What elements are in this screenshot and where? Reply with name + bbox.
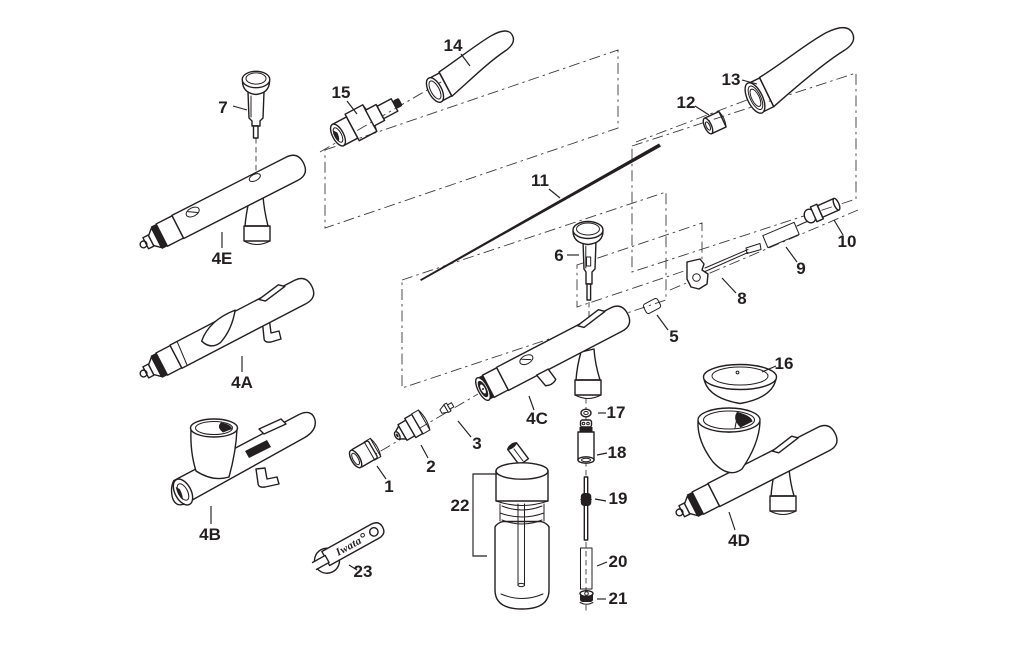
part-label-5: 5 xyxy=(669,327,678,346)
part-4B-body xyxy=(170,411,316,506)
part-14-handle xyxy=(425,30,515,104)
part-4D-body xyxy=(675,407,838,518)
valve-foot-4e xyxy=(243,225,271,242)
part-4E-body xyxy=(139,154,307,250)
part-16-cup-lid xyxy=(702,363,778,405)
part-label-4C: 4C xyxy=(526,409,548,428)
part-label-7: 7 xyxy=(218,98,227,117)
part-5-screw xyxy=(642,298,662,314)
part-23-wrench: Iwata xyxy=(311,522,385,574)
part-label-2: 2 xyxy=(426,457,435,476)
parts-layer: Iwata xyxy=(139,26,855,610)
part-label-11: 11 xyxy=(531,171,549,190)
part-2-nozzle-cap xyxy=(393,409,431,441)
part-label-20: 20 xyxy=(609,552,628,571)
part-8-chucking-guide xyxy=(686,243,762,290)
part-label-3: 3 xyxy=(472,434,481,453)
part-10-chucking-nut xyxy=(803,197,841,224)
part-7-button xyxy=(241,70,271,139)
handle-cutout-4a xyxy=(200,309,236,347)
phantom-box-upper-left xyxy=(324,49,619,229)
part-label-1: 1 xyxy=(384,477,393,496)
part-17-o-ring xyxy=(580,408,592,418)
part-label-4D: 4D xyxy=(728,531,750,550)
part-18-valve-body xyxy=(577,419,595,464)
part-6-lever xyxy=(572,220,604,301)
part-label-6: 6 xyxy=(554,246,563,265)
part-9-rod xyxy=(796,221,808,227)
leader-lines xyxy=(210,53,844,600)
part-label-9: 9 xyxy=(796,259,805,278)
part-label-10: 10 xyxy=(838,232,857,251)
valve-chain xyxy=(577,408,595,605)
part-label-4E: 4E xyxy=(212,249,233,268)
part-label-18: 18 xyxy=(608,443,627,462)
bracket-22 xyxy=(472,473,497,557)
part-1-needle-cap xyxy=(348,437,382,469)
wrench-jaw xyxy=(311,554,330,571)
part-4A-body xyxy=(139,277,315,379)
part-label-17: 17 xyxy=(607,403,626,422)
axis-needle-chuck xyxy=(669,209,859,291)
axis-handle-rear xyxy=(635,94,761,143)
side-slot-4b xyxy=(245,440,271,458)
part-label-13: 13 xyxy=(722,70,741,89)
part-label-21: 21 xyxy=(609,589,628,608)
part-label-15: 15 xyxy=(332,83,351,102)
part-19-valve-piston xyxy=(580,476,592,541)
part-15-air-valve xyxy=(329,98,403,147)
part-22-bottle xyxy=(494,442,550,610)
part-label-19: 19 xyxy=(609,489,628,508)
part-13-handle xyxy=(744,26,855,114)
part-label-22: 22 xyxy=(451,496,470,515)
part-label-23: 23 xyxy=(354,562,373,581)
part-label-16: 16 xyxy=(775,354,794,373)
part-12-nut xyxy=(702,110,727,135)
part-21-valve-nut xyxy=(579,590,594,605)
part-label-14: 14 xyxy=(444,36,463,55)
part-20-valve-spring xyxy=(580,547,593,590)
part-11-needle xyxy=(420,143,661,281)
part-9-spring xyxy=(762,221,800,249)
part-label-12: 12 xyxy=(677,93,696,112)
part-3-nozzle xyxy=(439,402,455,414)
bracket-4b xyxy=(255,467,280,488)
part-4C-body xyxy=(475,305,631,402)
part-labels: 7 15 14 13 12 11 6 5 10 9 8 4E 4A 4B 4C … xyxy=(199,36,856,608)
part-label-8: 8 xyxy=(737,289,746,308)
part-label-4B: 4B xyxy=(199,525,221,544)
part-label-4A: 4A xyxy=(231,373,253,392)
